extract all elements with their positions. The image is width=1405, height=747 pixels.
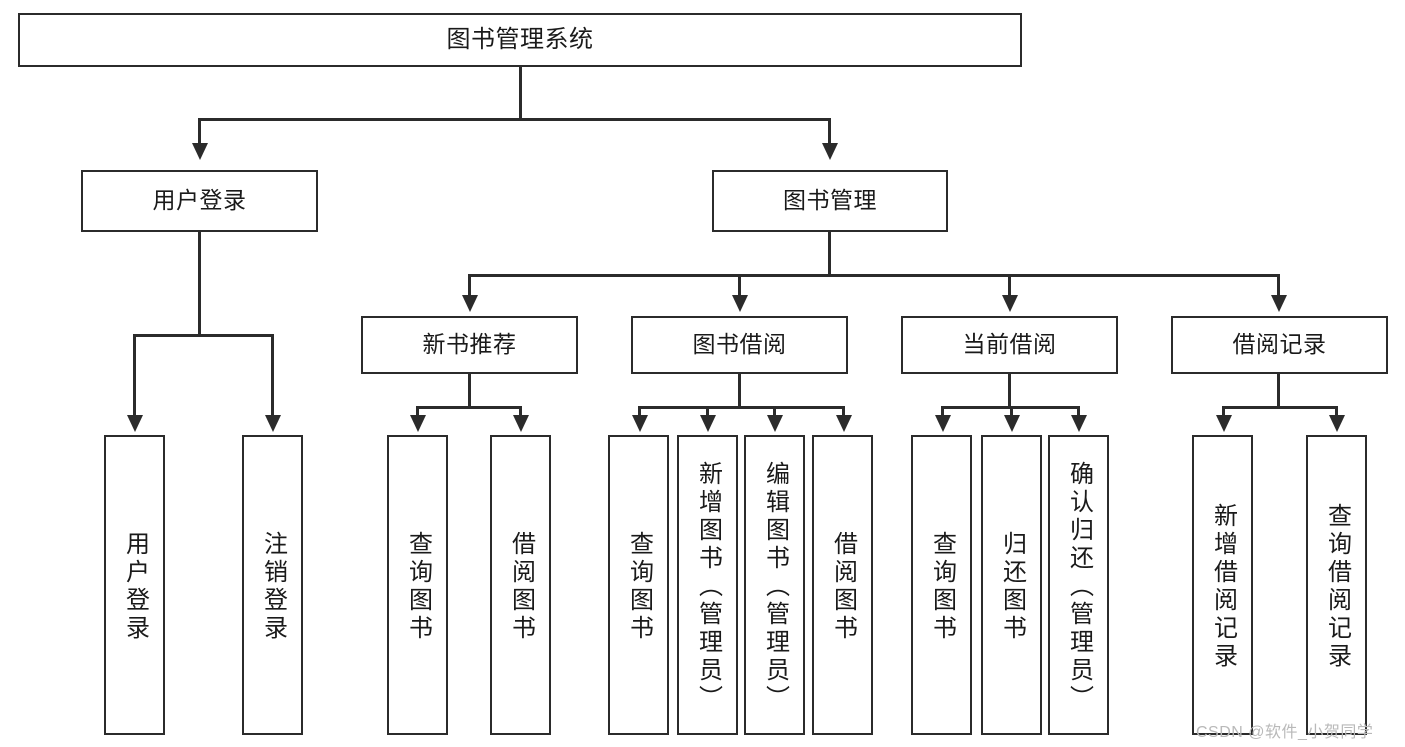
node-label: 新增图书（管理员） <box>694 461 722 713</box>
arrowhead-cb-to-leaf-0 <box>934 415 951 432</box>
node-label: 借阅图书 <box>829 531 857 643</box>
connector-root-bus <box>198 118 831 121</box>
node-user-login[interactable]: 用户登录 <box>81 170 318 232</box>
connector-user-login-stem <box>198 232 201 337</box>
connector-bb-to-leaf-0 <box>638 406 641 418</box>
node-label: 查询图书 <box>625 531 653 643</box>
connector-book-borrow-bus <box>638 406 845 409</box>
arrowhead-to-current-borrow <box>1001 295 1018 312</box>
leaf-borrow-record-add-record[interactable]: 新增借阅记录 <box>1192 435 1253 735</box>
node-label: 新书推荐 <box>422 331 517 358</box>
connector-borrow-record-bus <box>1222 406 1338 409</box>
leaf-book-borrow-query-book[interactable]: 查询图书 <box>608 435 669 735</box>
leaf-current-borrow-return-book[interactable]: 归还图书 <box>981 435 1042 735</box>
node-label: 编辑图书（管理员） <box>761 461 789 713</box>
node-label: 图书管理 <box>783 187 877 214</box>
connector-nbr-to-leaf-1 <box>519 406 522 418</box>
node-root-book-management-system[interactable]: 图书管理系统 <box>18 13 1022 67</box>
arrowhead-to-new-book-recommend <box>461 295 478 312</box>
connector-nbr-to-leaf-0 <box>416 406 419 418</box>
connector-cb-to-leaf-1 <box>1010 406 1013 418</box>
arrowhead-br-to-leaf-0 <box>1215 415 1232 432</box>
node-label: 图书管理系统 <box>446 25 594 53</box>
arrowhead-bb-to-leaf-3 <box>835 415 852 432</box>
connector-book-borrow-stem <box>738 374 741 407</box>
node-label: 确认归还（管理员） <box>1065 461 1093 713</box>
leaf-book-borrow-edit-book-admin[interactable]: 编辑图书（管理员） <box>744 435 805 735</box>
connector-to-borrow-record <box>1277 274 1280 296</box>
node-label: 借阅图书 <box>507 531 535 643</box>
connector-user-login-to-leaf-0 <box>133 334 136 416</box>
arrowhead-user-login-to-leaf-1 <box>264 415 281 432</box>
connector-root-to-user-login <box>198 118 201 144</box>
arrowhead-br-to-leaf-1 <box>1328 415 1345 432</box>
connector-book-management-stem <box>828 232 831 275</box>
node-label: 查询借阅记录 <box>1323 503 1351 671</box>
leaf-book-borrow-add-book-admin[interactable]: 新增图书（管理员） <box>677 435 738 735</box>
arrowhead-bb-to-leaf-0 <box>631 415 648 432</box>
node-label: 当前借阅 <box>962 331 1057 358</box>
leaf-user-login-login[interactable]: 用户登录 <box>104 435 165 735</box>
node-label: 注销登录 <box>259 531 287 643</box>
connector-to-current-borrow <box>1008 274 1011 296</box>
arrowhead-bb-to-leaf-1 <box>699 415 716 432</box>
connector-root-to-book-management <box>828 118 831 144</box>
arrowhead-nbr-to-leaf-0 <box>409 415 426 432</box>
connector-cb-to-leaf-0 <box>941 406 944 418</box>
connector-current-borrow-stem <box>1008 374 1011 407</box>
connector-to-new-book-recommend <box>468 274 471 296</box>
leaf-current-borrow-confirm-return-admin[interactable]: 确认归还（管理员） <box>1048 435 1109 735</box>
connector-root-stem <box>518 67 522 119</box>
connector-new-book-recommend-stem <box>468 374 471 407</box>
node-label: 用户登录 <box>121 531 149 643</box>
connector-bb-to-leaf-1 <box>706 406 709 418</box>
node-label: 新增借阅记录 <box>1209 503 1237 671</box>
leaf-user-login-logout[interactable]: 注销登录 <box>242 435 303 735</box>
arrowhead-root-to-user-login <box>191 143 208 160</box>
arrowhead-root-to-book-management <box>821 143 838 160</box>
node-borrow-record[interactable]: 借阅记录 <box>1171 316 1388 374</box>
connector-br-to-leaf-0 <box>1222 406 1225 418</box>
connector-new-book-recommend-bus <box>416 406 522 409</box>
node-book-management[interactable]: 图书管理 <box>712 170 948 232</box>
arrowhead-cb-to-leaf-2 <box>1070 415 1087 432</box>
node-current-borrow[interactable]: 当前借阅 <box>901 316 1118 374</box>
arrowhead-to-book-borrow <box>731 295 748 312</box>
connector-to-book-borrow <box>738 274 741 296</box>
connector-bb-to-leaf-2 <box>773 406 776 418</box>
arrowhead-to-borrow-record <box>1270 295 1287 312</box>
leaf-current-borrow-query-book[interactable]: 查询图书 <box>911 435 972 735</box>
connector-bb-to-leaf-3 <box>842 406 845 418</box>
connector-level3-bus <box>468 274 1280 277</box>
connector-user-login-bus <box>133 334 274 337</box>
arrowhead-bb-to-leaf-2 <box>766 415 783 432</box>
node-label: 查询图书 <box>928 531 956 643</box>
connector-cb-to-leaf-2 <box>1077 406 1080 418</box>
node-label: 归还图书 <box>998 531 1026 643</box>
node-label: 用户登录 <box>152 187 247 214</box>
node-label: 借阅记录 <box>1232 331 1327 358</box>
arrowhead-cb-to-leaf-1 <box>1003 415 1020 432</box>
node-book-borrow[interactable]: 图书借阅 <box>631 316 848 374</box>
arrowhead-user-login-to-leaf-0 <box>126 415 143 432</box>
leaf-book-borrow-borrow-book[interactable]: 借阅图书 <box>812 435 873 735</box>
leaf-new-book-recommend-query-book[interactable]: 查询图书 <box>387 435 448 735</box>
node-new-book-recommend[interactable]: 新书推荐 <box>361 316 578 374</box>
watermark-text: CSDN @软件_小贺同学 <box>1196 724 1374 741</box>
arrowhead-nbr-to-leaf-1 <box>512 415 529 432</box>
connector-user-login-to-leaf-1 <box>271 334 274 416</box>
connector-borrow-record-stem <box>1277 374 1280 407</box>
leaf-borrow-record-query-record[interactable]: 查询借阅记录 <box>1306 435 1367 735</box>
node-label: 图书借阅 <box>692 331 787 358</box>
leaf-new-book-recommend-borrow-book[interactable]: 借阅图书 <box>490 435 551 735</box>
connector-br-to-leaf-1 <box>1335 406 1338 418</box>
node-label: 查询图书 <box>404 531 432 643</box>
